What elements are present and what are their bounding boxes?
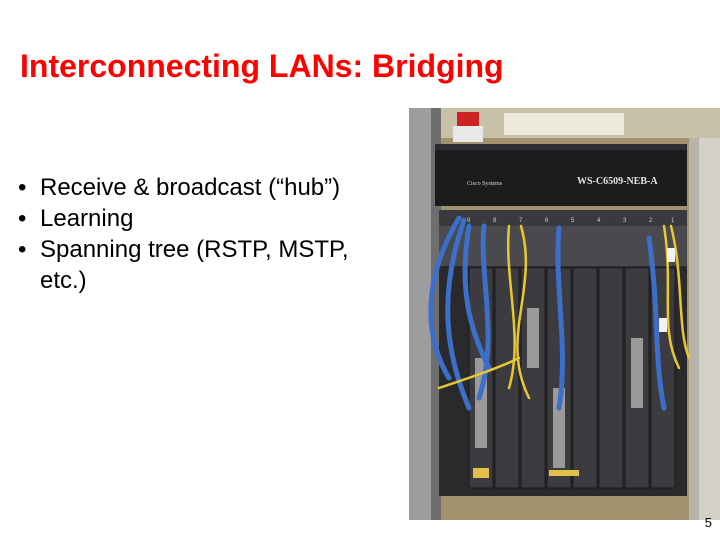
slot-number: 7 xyxy=(519,218,523,224)
slot-number: 4 xyxy=(597,218,601,224)
device-model-label: WS-C6509-NEB-A xyxy=(577,176,658,187)
slot-number: 5 xyxy=(571,218,575,224)
bullet-text: Learning xyxy=(40,205,134,232)
slot-number: 9 xyxy=(467,218,471,224)
slot-number: 1 xyxy=(671,218,675,224)
slot-number: 3 xyxy=(623,218,627,224)
slide-title: Interconnecting LANs: Bridging xyxy=(20,48,504,84)
slot-number: 6 xyxy=(545,218,549,224)
bullet-item: • Spanning tree (RSTP, MSTP, etc.) xyxy=(18,234,398,296)
page-number: 5 xyxy=(704,515,712,530)
slot-number: 8 xyxy=(493,218,497,224)
switch-rack-photo: Cisco Systems WS-C6509-NEB-A 9 8 7 6 5 4… xyxy=(409,108,720,520)
brand-logo-text: Cisco Systems xyxy=(467,181,503,187)
bullet-item: • Receive & broadcast (“hub”) xyxy=(18,172,398,203)
bullet-dot-icon: • xyxy=(18,205,27,232)
bullet-text: Receive & broadcast (“hub”) xyxy=(40,174,341,201)
bullet-dot-icon: • xyxy=(18,236,27,263)
bullet-list: • Receive & broadcast (“hub”) • Learning •… xyxy=(18,172,398,296)
bullet-dot-icon: • xyxy=(18,174,27,201)
bullet-text: Spanning tree (RSTP, MSTP, etc.) xyxy=(40,236,349,294)
bullet-item: • Learning xyxy=(18,203,398,234)
slot-number: 2 xyxy=(649,218,653,224)
